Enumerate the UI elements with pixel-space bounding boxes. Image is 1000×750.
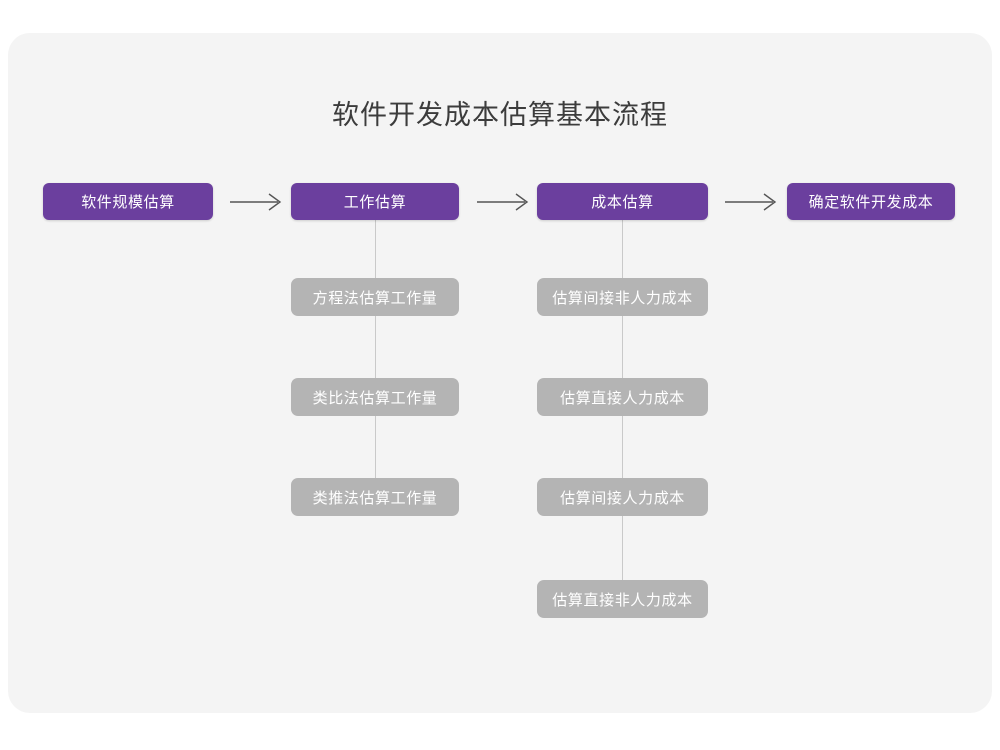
diagram-card [8, 33, 992, 713]
arrow-1-icon [228, 190, 288, 214]
arrow-2-icon [475, 190, 535, 214]
cost-branch-item-1[interactable]: 估算间接非人力成本 [537, 278, 708, 316]
node-label: 成本估算 [591, 194, 654, 211]
node-software-size-estimation[interactable]: 软件规模估算 [43, 183, 213, 220]
node-effort-estimation[interactable]: 工作估算 [291, 183, 459, 220]
node-label: 类比法估算工作量 [312, 389, 438, 407]
node-label: 方程法估算工作量 [312, 289, 438, 307]
node-label: 软件规模估算 [81, 194, 175, 211]
arrow-3-icon [723, 190, 783, 214]
node-label: 工作估算 [343, 194, 407, 211]
page-title: 软件开发成本估算基本流程 [332, 100, 668, 130]
effort-branch-item-3[interactable]: 类推法估算工作量 [291, 478, 459, 516]
node-label: 估算间接非人力成本 [552, 289, 693, 307]
node-label: 估算直接人力成本 [560, 389, 685, 407]
effort-branch-item-2[interactable]: 类比法估算工作量 [291, 378, 459, 416]
node-label: 确定软件开发成本 [808, 194, 934, 211]
node-label: 类推法估算工作量 [312, 489, 438, 507]
node-cost-estimation[interactable]: 成本估算 [537, 183, 708, 220]
connector-line-cost-column [622, 219, 623, 618]
node-determine-development-cost[interactable]: 确定软件开发成本 [787, 183, 955, 220]
cost-branch-item-2[interactable]: 估算直接人力成本 [537, 378, 708, 416]
cost-branch-item-3[interactable]: 估算间接人力成本 [537, 478, 708, 516]
node-label: 估算直接非人力成本 [552, 591, 693, 609]
cost-branch-item-4[interactable]: 估算直接非人力成本 [537, 580, 708, 618]
connector-line-effort-column [375, 219, 376, 516]
node-label: 估算间接人力成本 [560, 489, 685, 507]
effort-branch-item-1[interactable]: 方程法估算工作量 [291, 278, 459, 316]
